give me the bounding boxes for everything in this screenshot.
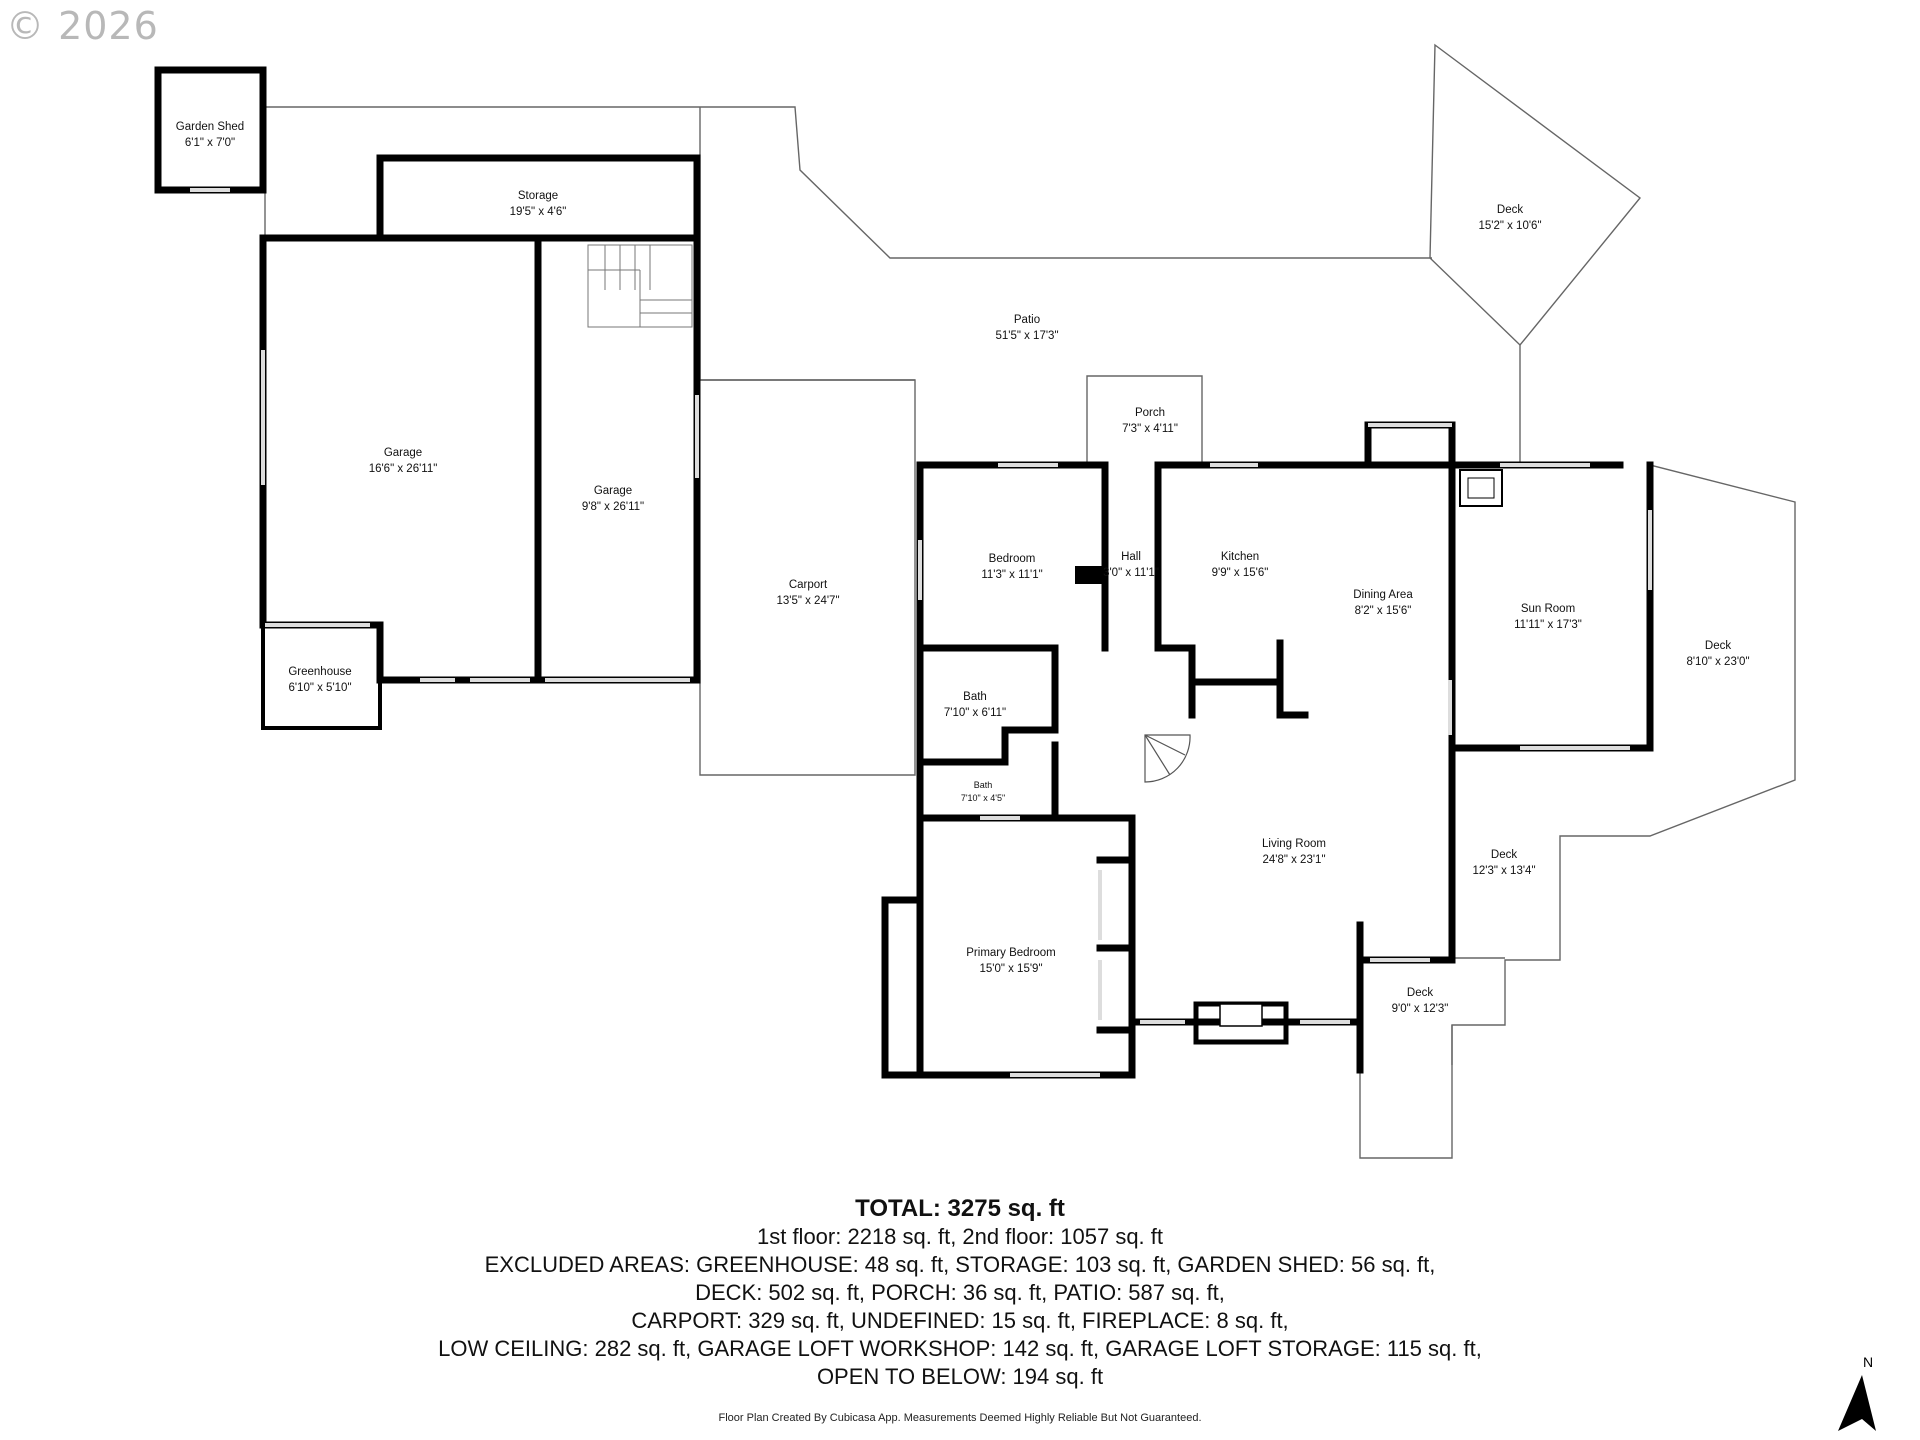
label-dining: Dining Area xyxy=(1353,589,1413,601)
dim-deck-bottom: 9'0" x 12'3" xyxy=(1392,1003,1449,1015)
label-garage-small: Garage xyxy=(594,485,632,497)
dim-porch: 7'3" x 4'11" xyxy=(1122,423,1178,435)
dim-dining: 8'2" x 15'6" xyxy=(1355,605,1412,617)
dim-greenhouse: 6'10" x 5'10" xyxy=(288,682,351,694)
label-storage: Storage xyxy=(518,190,558,202)
label-bath-1: Bath xyxy=(963,691,987,703)
dim-bath-2: 7'10" x 4'5" xyxy=(961,793,1005,803)
label-hall: Hall xyxy=(1121,551,1141,563)
spiral-stair xyxy=(1144,734,1191,783)
dim-deck-right: 8'10" x 23'0" xyxy=(1686,656,1749,668)
fireplace xyxy=(1193,1001,1289,1045)
floor-areas: 1st floor: 2218 sq. ft, 2nd floor: 1057 … xyxy=(756,1224,1164,1249)
label-deck-right: Deck xyxy=(1705,640,1731,652)
excluded-areas-line-2: DECK: 502 sq. ft, PORCH: 36 sq. ft, PATI… xyxy=(695,1280,1225,1305)
north-label: N xyxy=(1863,1354,1873,1370)
label-deck-mid: Deck xyxy=(1491,849,1517,861)
label-bedroom: Bedroom xyxy=(989,553,1036,565)
label-patio: Patio xyxy=(1014,314,1040,326)
label-greenhouse: Greenhouse xyxy=(288,666,351,678)
dim-sun-room: 11'11" x 17'3" xyxy=(1514,619,1582,631)
copyright-watermark: © 2026 xyxy=(6,4,159,48)
total-area: TOTAL: 3275 sq. ft xyxy=(855,1195,1065,1222)
dim-deck-top: 15'2" x 10'6" xyxy=(1478,220,1541,232)
dim-bath-1: 7'10" x 6'11" xyxy=(944,707,1006,719)
greenhouse-walls xyxy=(261,625,382,730)
stairs xyxy=(587,244,693,328)
label-porch: Porch xyxy=(1135,407,1165,419)
bedroom-closet-block xyxy=(1075,566,1105,584)
label-deck-bottom: Deck xyxy=(1407,987,1433,999)
dim-bedroom: 11'3" x 11'1" xyxy=(981,569,1042,581)
excluded-areas-line-1: EXCLUDED AREAS: GREENHOUSE: 48 sq. ft, S… xyxy=(484,1252,1436,1277)
excluded-areas-line-3: CARPORT: 329 sq. ft, UNDEFINED: 15 sq. f… xyxy=(631,1308,1289,1333)
dim-patio: 51'5" x 17'3" xyxy=(995,330,1058,342)
dim-garden-shed: 6'1" x 7'0" xyxy=(185,137,235,149)
dim-garage-small: 9'8" x 26'11" xyxy=(582,501,644,513)
area-summary: TOTAL: 3275 sq. ft 1st floor: 2218 sq. f… xyxy=(0,1195,1920,1391)
label-garden-shed: Garden Shed xyxy=(176,121,244,133)
outdoor-outlines xyxy=(264,43,1796,1159)
dim-storage: 19'5" x 4'6" xyxy=(510,206,567,218)
dim-deck-mid: 12'3" x 13'4" xyxy=(1472,865,1535,877)
label-primary-bedroom: Primary Bedroom xyxy=(966,947,1055,959)
dim-primary-bedroom: 15'0" x 15'9" xyxy=(979,963,1042,975)
sunroom-chimney xyxy=(1459,469,1503,507)
label-carport: Carport xyxy=(789,579,828,591)
dim-hall: 3'0" x 11'1" xyxy=(1103,567,1159,579)
label-deck-top: Deck xyxy=(1497,204,1523,216)
dim-living: 24'8" x 23'1" xyxy=(1262,854,1325,866)
walls xyxy=(154,66,1654,1079)
label-living: Living Room xyxy=(1262,838,1326,850)
excluded-areas-line-5: OPEN TO BELOW: 194 sq. ft xyxy=(816,1364,1104,1389)
dim-carport: 13'5" x 24'7" xyxy=(776,595,839,607)
label-garage-large: Garage xyxy=(384,447,422,459)
room-labels: Garden Shed 6'1" x 7'0" Storage 19'5" x … xyxy=(176,121,1750,1015)
credit-note: Floor Plan Created By Cubicasa App. Meas… xyxy=(718,1412,1202,1424)
dim-kitchen: 9'9" x 15'6" xyxy=(1212,567,1269,579)
label-kitchen: Kitchen xyxy=(1221,551,1259,563)
label-sun-room: Sun Room xyxy=(1521,603,1575,615)
north-arrow-icon: N xyxy=(1838,1354,1876,1431)
dim-garage-large: 16'6" x 26'11" xyxy=(369,463,438,475)
excluded-areas-line-4: LOW CEILING: 282 sq. ft, GARAGE LOFT WOR… xyxy=(438,1336,1482,1361)
label-bath-2: Bath xyxy=(974,780,993,790)
